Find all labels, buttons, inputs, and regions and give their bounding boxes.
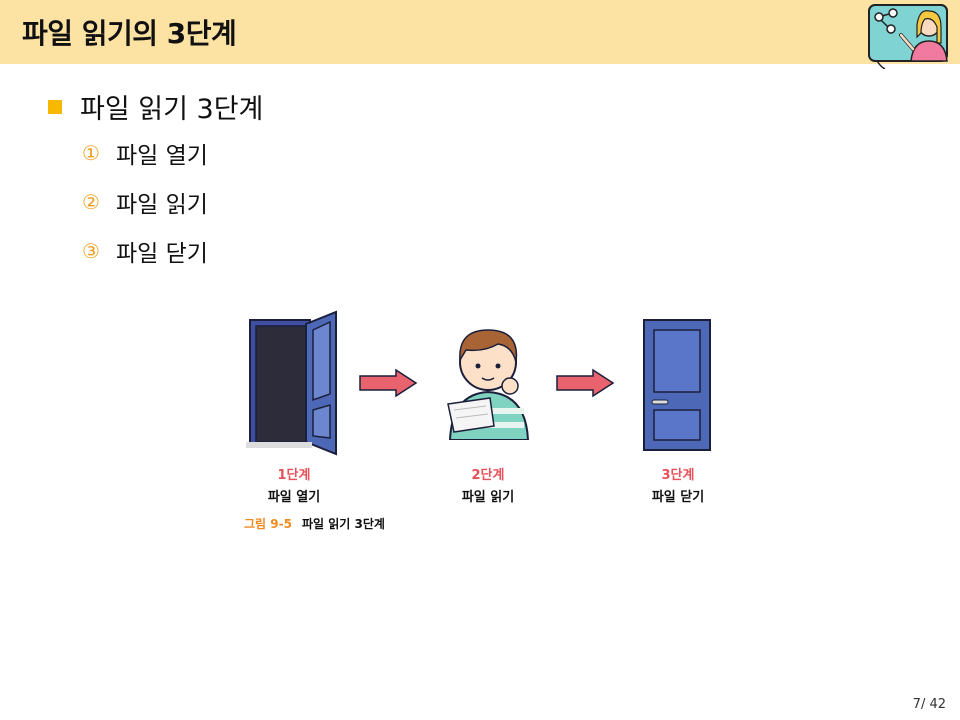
main-bullet: 파일 읽기 3단계 (48, 87, 263, 126)
step-item: ② 파일 읽기 (82, 185, 208, 219)
stage-desc: 파일 닫기 (651, 490, 705, 505)
step-label: 파일 열기 (116, 143, 208, 169)
page-number: 7/ 42 (912, 697, 946, 712)
arrow-right-icon (556, 368, 615, 398)
closed-door-icon (643, 319, 711, 451)
stage-title: 2단계 (471, 468, 505, 483)
caption-label: 그림 9-5 (244, 517, 292, 531)
file-read-figure: 1단계 파일 열기 2단계 파일 읽기 3단계 파일 닫기 그림 9-5 파일 … (240, 300, 740, 540)
slide-header: 파일 읽기의 3단계 (0, 0, 960, 69)
bullet-square-icon (48, 99, 62, 114)
step-label: 파일 읽기 (116, 192, 208, 218)
caption-text: 파일 읽기 3단계 (301, 517, 385, 531)
main-bullet-text: 파일 읽기 3단계 (80, 94, 264, 125)
step-number: ② (82, 190, 100, 214)
arrow-right-icon (359, 368, 418, 398)
step-item: ① 파일 열기 (82, 136, 208, 170)
stage-title: 1단계 (277, 468, 311, 483)
step-number: ① (82, 141, 100, 165)
figure-caption: 그림 9-5 파일 읽기 3단계 (244, 515, 385, 532)
stage-desc: 파일 읽기 (461, 490, 515, 505)
step-label: 파일 닫기 (116, 241, 208, 267)
step-number: ③ (82, 239, 100, 263)
stage-desc: 파일 열기 (267, 490, 321, 505)
boy-reading-icon (447, 329, 530, 440)
teacher-icon (868, 4, 948, 69)
slide-title: 파일 읽기의 3단계 (22, 17, 237, 50)
step-item: ③ 파일 닫기 (82, 234, 208, 268)
open-door-icon (246, 310, 337, 456)
stage-title: 3단계 (661, 468, 695, 483)
